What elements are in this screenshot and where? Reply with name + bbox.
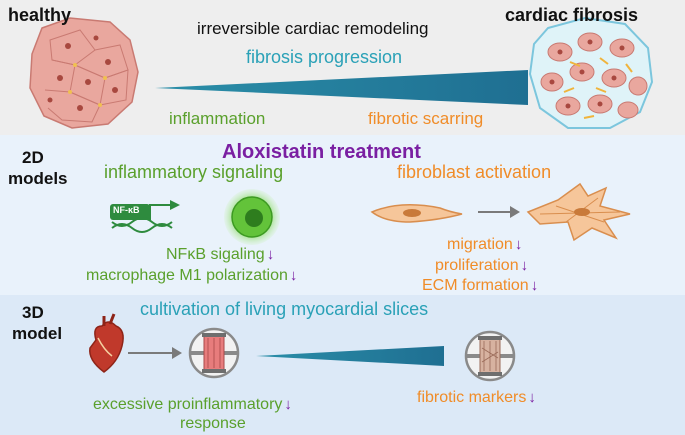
proliferation-line: proliferation↓ (435, 258, 528, 274)
bottom-panel (0, 295, 685, 435)
nfkb-signaling-line: NFκB sigaling↓ (166, 247, 274, 263)
fibrotic-tissue-icon (528, 16, 654, 129)
fibrotic-markers-text: fibrotic markers (417, 389, 527, 406)
section-3d-line1: 3D (22, 303, 44, 322)
remodeling-title: irreversible cardiac remodeling (197, 19, 429, 38)
fibrosis-progression-wedge (155, 70, 528, 105)
excessive-text: excessive proinflammatory (93, 396, 283, 413)
slice-fibrosis-wedge (256, 346, 444, 366)
down-arrow: ↓ (284, 396, 292, 413)
heart-to-slice-arrow (128, 347, 182, 359)
down-arrow: ↓ (520, 257, 529, 274)
down-arrow: ↓ (289, 267, 298, 284)
section-2d-line2: models (8, 169, 68, 188)
macrophage-icon (224, 189, 280, 245)
fibrotic-slice-icon (464, 330, 516, 382)
healthy-tissue-icon (29, 17, 139, 129)
nfkb-badge: NF-κB (113, 205, 140, 215)
nfkb-dna-icon (110, 200, 180, 233)
macrophage-line: macrophage M1 polarization↓ (86, 268, 297, 284)
myofibroblast-icon (526, 182, 631, 242)
down-arrow: ↓ (266, 246, 275, 263)
response-text: response (180, 415, 246, 432)
section-3d-line2: model (12, 324, 63, 343)
down-arrow: ↓ (528, 389, 536, 406)
down-arrow: ↓ (514, 236, 523, 253)
healthy-label: healthy (8, 5, 72, 25)
fibroblast-icon (370, 204, 463, 223)
treatment-title: Aloxistatin treatment (222, 141, 421, 163)
section-2d-line1: 2D (22, 148, 44, 167)
cultivation-label: cultivation of living myocardial slices (140, 299, 429, 319)
heart-icon (89, 313, 124, 373)
activation-arrow (478, 206, 520, 218)
inflammatory-signaling-label: inflammatory signaling (104, 162, 284, 182)
ecm-line: ECM formation↓ (422, 278, 538, 294)
down-arrow: ↓ (530, 277, 539, 294)
fibroblast-activation-label: fibroblast activation (397, 162, 552, 182)
macrophage-text: macrophage M1 polarization (86, 267, 288, 284)
excessive-line: excessive proinflammatory↓ (93, 397, 292, 413)
migration-text: migration (447, 236, 513, 253)
fibrotic-scarring-label: fibrotic scarring (368, 109, 484, 128)
cardiac-fibrosis-label: cardiac fibrosis (505, 5, 639, 25)
migration-line: migration↓ (447, 237, 522, 253)
myocardial-slice-icon (188, 327, 240, 379)
fibrosis-progression-label: fibrosis progression (246, 47, 403, 67)
ecm-text: ECM formation (422, 277, 529, 294)
inflammation-label: inflammation (169, 109, 266, 128)
proliferation-text: proliferation (435, 257, 519, 274)
nfkb-signaling-text: NFκB sigaling (166, 246, 265, 263)
fibrotic-markers-line: fibrotic markers↓ (417, 390, 536, 406)
